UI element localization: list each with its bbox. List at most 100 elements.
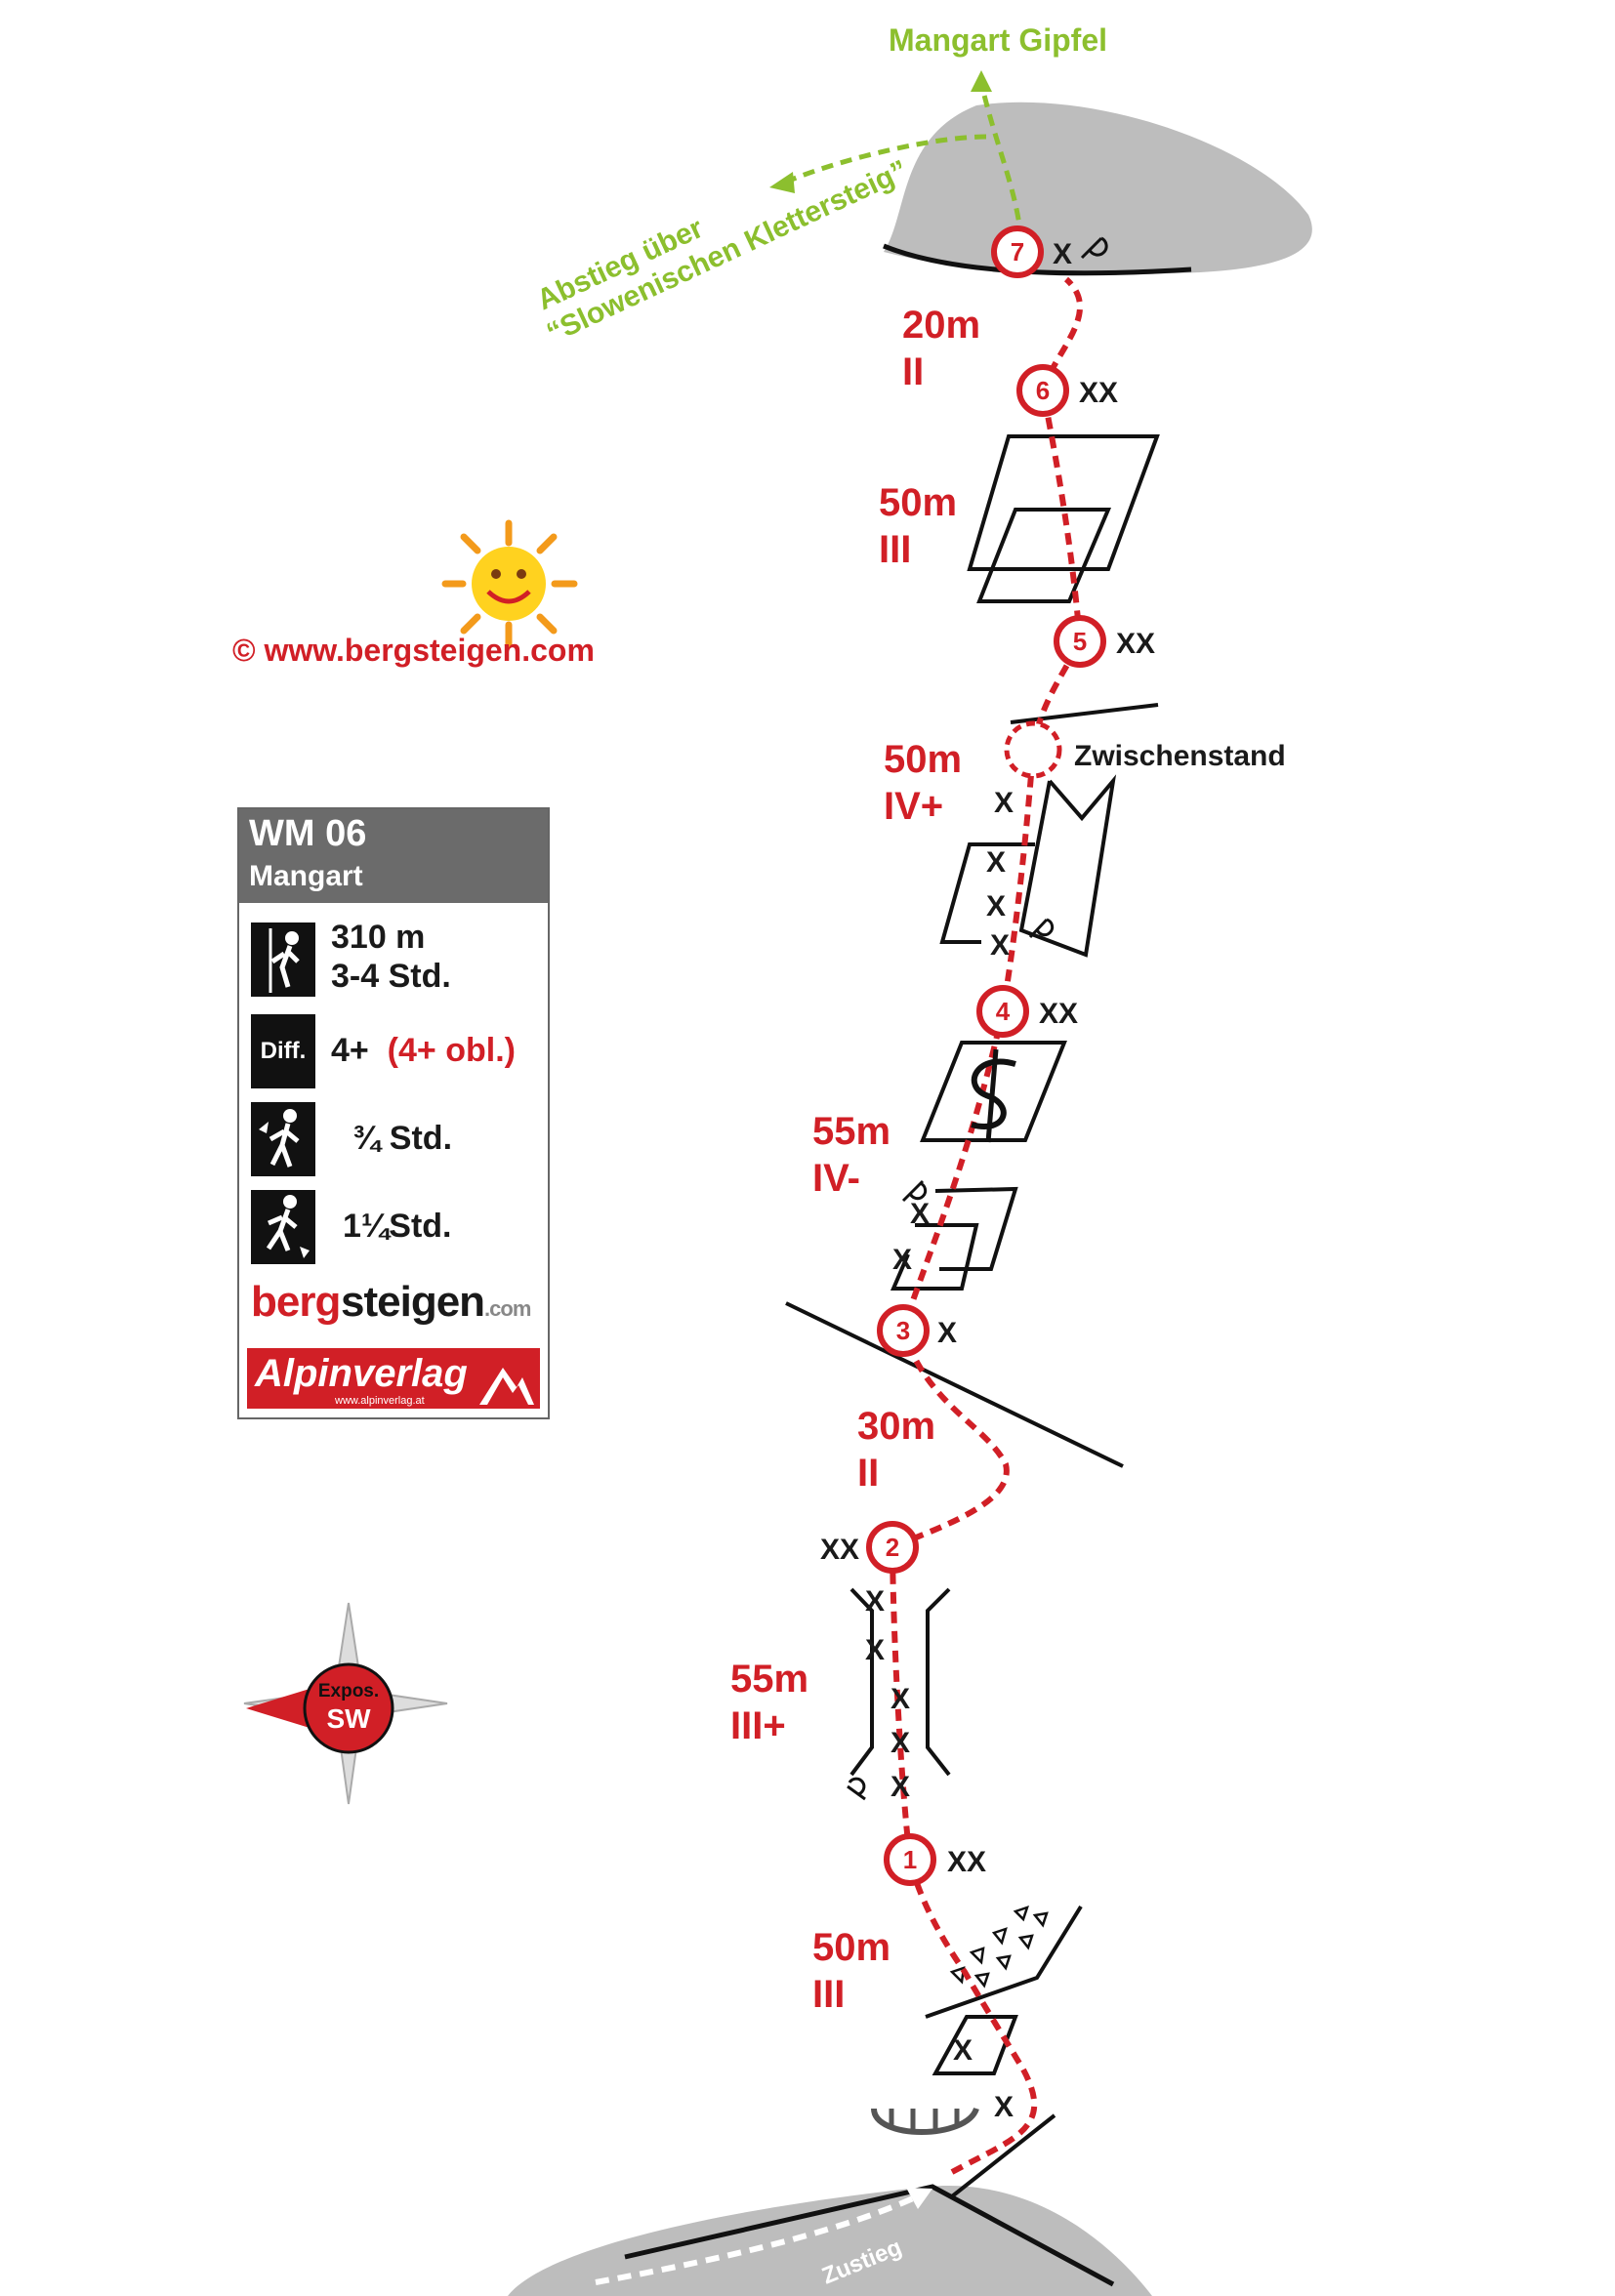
pitch-length-1: 50m bbox=[812, 1926, 890, 1969]
copyright-link[interactable]: © www.bergsteigen.com bbox=[232, 633, 595, 668]
belay-bolts-1: XX bbox=[947, 1846, 986, 1878]
base-ridge-line bbox=[624, 2184, 1115, 2287]
belay-circle-7 bbox=[991, 226, 1044, 278]
descent-arrow bbox=[788, 134, 987, 184]
route-bolt-mark: X bbox=[953, 2034, 973, 2067]
hiker-down-icon bbox=[251, 1190, 315, 1264]
pitch-grade-5: IV+ bbox=[884, 785, 943, 828]
intermediate-belay bbox=[1004, 720, 1062, 779]
route-name: Mangart bbox=[249, 860, 363, 892]
pitch-length-4: 55m bbox=[812, 1110, 890, 1153]
route-line bbox=[889, 276, 1084, 2175]
difficulty-row: Diff. 4+ (4+ obl.) bbox=[251, 1014, 534, 1088]
pitch-length-2: 55m bbox=[730, 1658, 808, 1701]
approach-arrowhead bbox=[906, 2188, 932, 2209]
belay-bolts-5: XX bbox=[1116, 628, 1155, 660]
logo-steigen: steigen.com bbox=[341, 1278, 531, 1326]
descent-arrowhead bbox=[769, 172, 795, 193]
difficulty-grade: 4+ bbox=[331, 1032, 369, 1069]
logo-berg: berg bbox=[251, 1278, 341, 1326]
summit-rock bbox=[884, 102, 1312, 275]
compass-label-line2: SW bbox=[326, 1703, 371, 1734]
pitch-length-5: 50m bbox=[884, 738, 962, 781]
pitch-grade-6: III bbox=[879, 528, 911, 571]
belay-circle-4 bbox=[976, 985, 1029, 1038]
climber-icon bbox=[251, 922, 315, 997]
belay-number-4: 4 bbox=[996, 997, 1011, 1026]
route-bolt-mark: X bbox=[890, 1771, 910, 1803]
belay-number-2: 2 bbox=[886, 1533, 899, 1562]
route-bolt-mark: X bbox=[892, 1244, 912, 1276]
belay-bolts-2: XX bbox=[820, 1534, 859, 1566]
difficulty-icon-label: Diff. bbox=[260, 1038, 307, 1064]
pitch-length-3: 30m bbox=[857, 1405, 935, 1448]
route-bolt-mark: X bbox=[994, 787, 1014, 819]
belay-circle-3 bbox=[877, 1304, 930, 1357]
pitch-length-7: 20m bbox=[902, 304, 980, 347]
descent-time: 1¼Std. bbox=[343, 1208, 452, 1245]
belay-circle-5 bbox=[1054, 615, 1106, 668]
overhang-s-symbol bbox=[971, 1058, 1016, 1129]
belay-number-1: 1 bbox=[903, 1845, 917, 1874]
alpinverlag-logo: Alpinverlag www.alpinverlag.at bbox=[247, 1348, 540, 1409]
summit-arrow bbox=[978, 82, 1024, 240]
difficulty-text: 4+ (4+ obl.) bbox=[331, 1032, 516, 1070]
alpinverlag-wordmark: Alpinverlag bbox=[255, 1352, 468, 1395]
approach-time: ¾ Std. bbox=[352, 1120, 453, 1157]
route-bolt-mark: X bbox=[986, 890, 1006, 922]
belay-circle-1 bbox=[884, 1833, 936, 1886]
belay-circle-2 bbox=[866, 1521, 919, 1574]
route-bolt-mark: X bbox=[890, 1683, 910, 1715]
descent-row: 1¼Std. bbox=[251, 1190, 534, 1264]
pitch-labels: 50mIII55mIII+30mII55mIV-50mIV+50mIII20mI… bbox=[730, 304, 980, 2016]
belay-bolts-6: XX bbox=[1079, 377, 1118, 409]
card-header: WM 06 Mangart bbox=[239, 809, 548, 903]
route-bolt-mark: X bbox=[910, 1198, 930, 1230]
pitch-grade-2: III+ bbox=[730, 1704, 786, 1747]
mountain-icon bbox=[479, 1368, 534, 1405]
belay-number-3: 3 bbox=[896, 1316, 910, 1345]
alpinverlag-url: www.alpinverlag.at bbox=[335, 1395, 425, 1407]
belay-number-7: 7 bbox=[1011, 237, 1024, 266]
pitch-length-6: 50m bbox=[879, 481, 957, 524]
route-bolt-mark: X bbox=[865, 1634, 885, 1666]
summit-arrowhead bbox=[971, 70, 992, 92]
belay-bolts-4: XX bbox=[1039, 998, 1078, 1030]
overhang-ticks bbox=[889, 2109, 960, 2132]
scree-pebbles bbox=[949, 1906, 1049, 1988]
difficulty-obligatory: (4+ obl.) bbox=[387, 1032, 516, 1069]
belay-number-6: 6 bbox=[1036, 376, 1050, 405]
height-time-row: 310 m 3-4 Std. bbox=[251, 919, 534, 997]
hiker-up-icon bbox=[251, 1102, 315, 1176]
belay-number-5: 5 bbox=[1073, 627, 1087, 656]
route-bolt-mark: X bbox=[990, 929, 1010, 962]
route-bolt-mark: X bbox=[865, 1585, 885, 1618]
overhang-feature bbox=[871, 2107, 979, 2135]
summit-label: Mangart Gipfel bbox=[889, 22, 1107, 58]
bergsteigen-logo: berg steigen.com bbox=[251, 1272, 540, 1334]
approach-row: ¾ Std. bbox=[251, 1102, 534, 1176]
intermediate-belay-label: Zwischenstand bbox=[1074, 740, 1286, 772]
route-height: 310 m bbox=[331, 919, 426, 956]
climb-time: 3-4 Std. bbox=[331, 958, 451, 995]
route-info-card: WM 06 Mangart 310 m 3-4 Std. Diff. 4+ (4… bbox=[237, 807, 550, 1419]
piton-marks bbox=[847, 236, 1108, 1801]
pitch-grade-1: III bbox=[812, 1973, 845, 2016]
pitch-grade-4: IV- bbox=[812, 1157, 860, 1200]
compass-rose bbox=[243, 1602, 448, 1805]
descent-label-line2: “Slowenischen Klettersteig” bbox=[542, 154, 913, 349]
belay-bolts-7: X bbox=[1053, 238, 1072, 270]
pitch-grade-7: II bbox=[902, 350, 924, 393]
sun-logo bbox=[441, 519, 578, 648]
route-bolt-mark: X bbox=[994, 2091, 1014, 2123]
difficulty-icon: Diff. bbox=[251, 1014, 315, 1088]
rock-features bbox=[785, 434, 1160, 2198]
overhang-s-bar bbox=[985, 1048, 999, 1143]
belay-circle-6 bbox=[1016, 364, 1069, 417]
route-id: WM 06 bbox=[249, 813, 367, 854]
pitch-grade-3: II bbox=[857, 1452, 879, 1495]
compass-label-line1: Expos. bbox=[318, 1681, 379, 1702]
